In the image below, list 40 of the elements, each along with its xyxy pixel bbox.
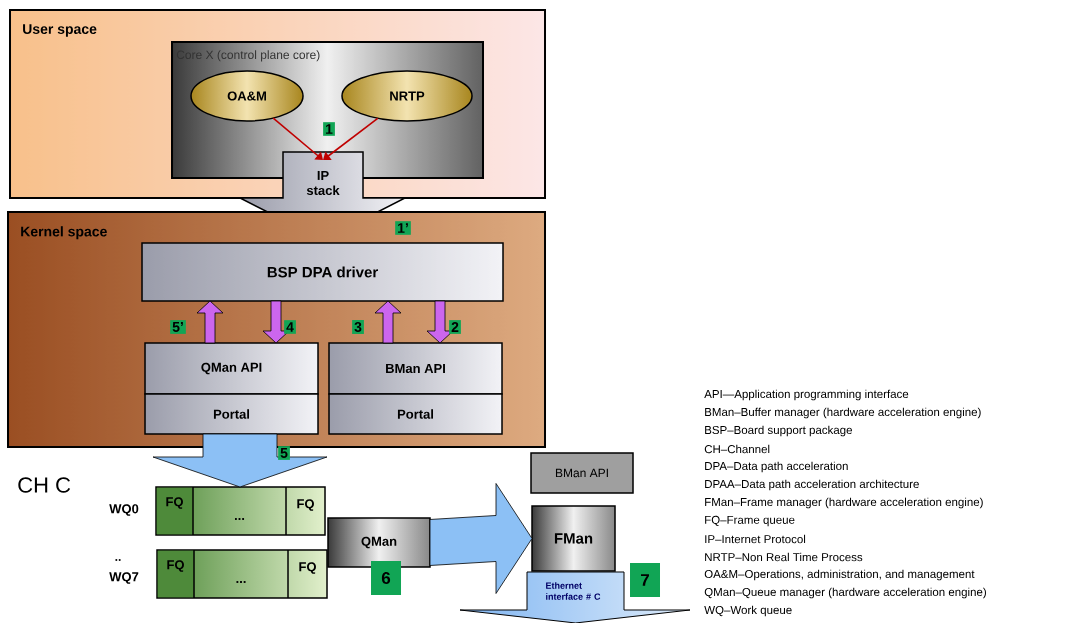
abbreviation-note: QMan–Queue manager (hardware acceleration engine) <box>704 587 986 599</box>
abbreviation-note: IP–Internet Protocol <box>705 534 806 544</box>
block-arrow <box>152 433 328 488</box>
channel-label: CH C <box>18 477 71 493</box>
arrow <box>272 117 323 160</box>
abbreviation-note: DPAA–Data path acceleration architecture <box>705 479 919 491</box>
block-arrow <box>196 300 224 344</box>
block-arrow <box>374 300 402 344</box>
hardware-block: BMan API <box>530 452 634 494</box>
step-number: 7 <box>630 563 660 597</box>
step-number: 4 <box>284 320 296 334</box>
step-number: 5 <box>278 446 290 460</box>
step-number: 1’ <box>395 221 411 235</box>
api-box: QMan API <box>144 342 319 395</box>
abbreviation-note: WQ–Work queue <box>704 605 792 617</box>
abbreviation-note: BSP–Board support package <box>705 425 852 437</box>
block-arrow <box>429 483 533 594</box>
row-label: WQ7 <box>109 572 139 584</box>
hardware-block: FMan <box>531 505 616 572</box>
row-label: WQ0 <box>109 504 139 516</box>
abbreviation-note: BMan–Buffer manager (hardware acceleration engine) <box>705 407 981 419</box>
abbreviation-note: CH–Channel <box>704 444 770 454</box>
abbreviation-note: FQ–Frame queue <box>705 515 795 527</box>
portal-box: Portal <box>144 393 319 435</box>
abbreviation-note: FMan–Frame manager (hardware acceleration engine) <box>705 497 983 509</box>
portal-box: Portal <box>328 393 503 435</box>
hardware-block: QMan 6 <box>327 517 431 595</box>
step-number: 1 <box>323 122 335 136</box>
step-number: 3 <box>352 320 364 334</box>
abbreviation-note: OA&M–Operations, administration, and management <box>704 569 975 581</box>
api-box: BMan API <box>328 342 503 395</box>
abbreviation-note: API—Application programming interface <box>704 389 909 401</box>
driver-box: BSP DPA driver <box>141 242 504 302</box>
arrow <box>323 117 379 160</box>
abbreviation-note: NRTP–Non Real Time Process <box>705 552 863 562</box>
ellipsis-mark: .. <box>115 559 121 561</box>
step-number: 6 <box>371 561 401 595</box>
abbreviation-note: DPA–Data path acceleration <box>705 461 848 473</box>
step-number: 5’ <box>170 320 186 334</box>
step-number: 2 <box>449 320 461 334</box>
